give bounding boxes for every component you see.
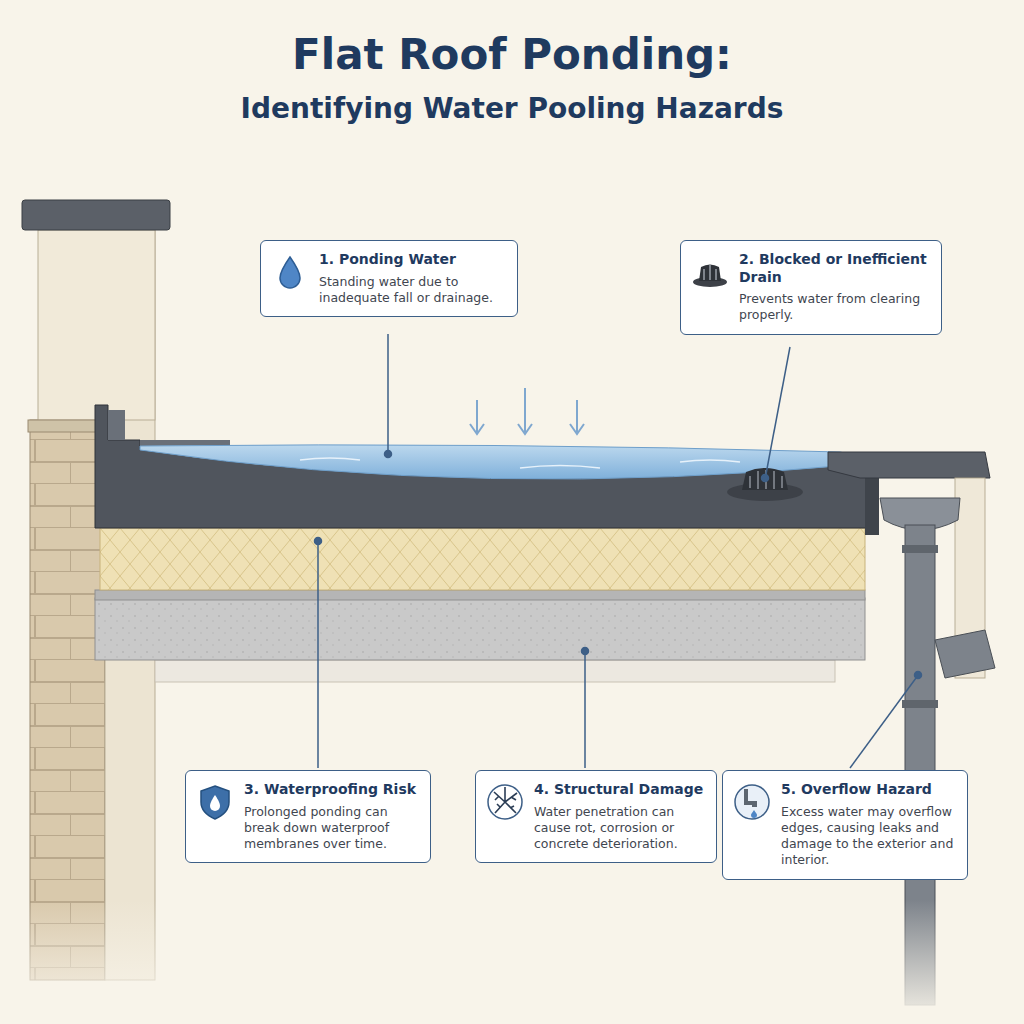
callout-text: Excess water may overflow edges, causing… bbox=[781, 804, 957, 869]
callout-box: 1. Ponding WaterStanding water due to in… bbox=[260, 240, 518, 317]
callout-icon bbox=[486, 783, 524, 821]
callout-box: 3. Waterproofing RiskProlonged ponding c… bbox=[185, 770, 431, 863]
callout-text: Standing water due to inadequate fall or… bbox=[319, 274, 507, 307]
callout-box: 4. Structural DamageWater penetration ca… bbox=[475, 770, 717, 863]
callout-heading: 1. Ponding Water bbox=[319, 251, 507, 269]
callout-icon bbox=[271, 253, 309, 291]
callout-heading: 5. Overflow Hazard bbox=[781, 781, 957, 799]
callout-text: Water penetration can cause rot, corrosi… bbox=[534, 804, 706, 853]
callout-icon bbox=[733, 783, 771, 821]
callout-heading: 3. Waterproofing Risk bbox=[244, 781, 420, 799]
callout-heading: 2. Blocked or Inefficient Drain bbox=[739, 251, 931, 286]
diagram-title: Flat Roof Ponding: bbox=[0, 30, 1024, 79]
callout-icon bbox=[691, 253, 729, 291]
callout-heading: 4. Structural Damage bbox=[534, 781, 706, 799]
callout-text: Prevents water from clearing properly. bbox=[739, 291, 931, 324]
callout-icon bbox=[196, 783, 234, 821]
callout-box: 2. Blocked or Inefficient DrainPrevents … bbox=[680, 240, 942, 335]
callout-text: Prolonged ponding can break down waterpr… bbox=[244, 804, 420, 853]
diagram-subtitle: Identifying Water Pooling Hazards bbox=[0, 92, 1024, 125]
callout-box: 5. Overflow HazardExcess water may overf… bbox=[722, 770, 968, 880]
